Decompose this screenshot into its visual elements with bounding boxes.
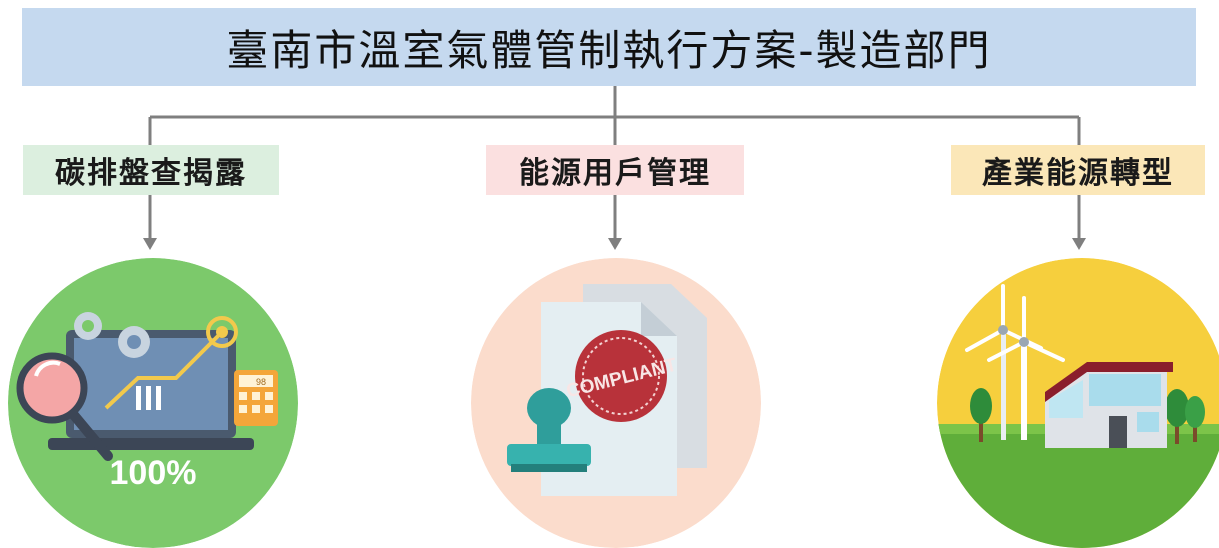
page-title: 臺南市溫室氣體管制執行方案-製造部門 [226,25,992,75]
arrow-head-2 [608,238,622,250]
title-banner: 臺南市溫室氣體管制執行方案-製造部門 [22,8,1196,86]
branch-label-carbon-disclosure: 碳排盤查揭露 [23,145,279,195]
laptop-analytics-icon: 98 100% [8,258,298,548]
arrow-head-3 [1072,238,1086,250]
tree-connectors [143,86,1086,250]
compliant-document-icon: COMPLIANT [471,258,761,548]
green-energy-house-icon [937,258,1219,548]
arrow-head-1 [143,238,157,250]
branch-label-energy-users: 能源用戶管理 [486,145,744,195]
svg-text:98: 98 [256,377,266,387]
percent-label: 100% [109,454,197,492]
branch-label-energy-transition: 產業能源轉型 [951,145,1205,195]
